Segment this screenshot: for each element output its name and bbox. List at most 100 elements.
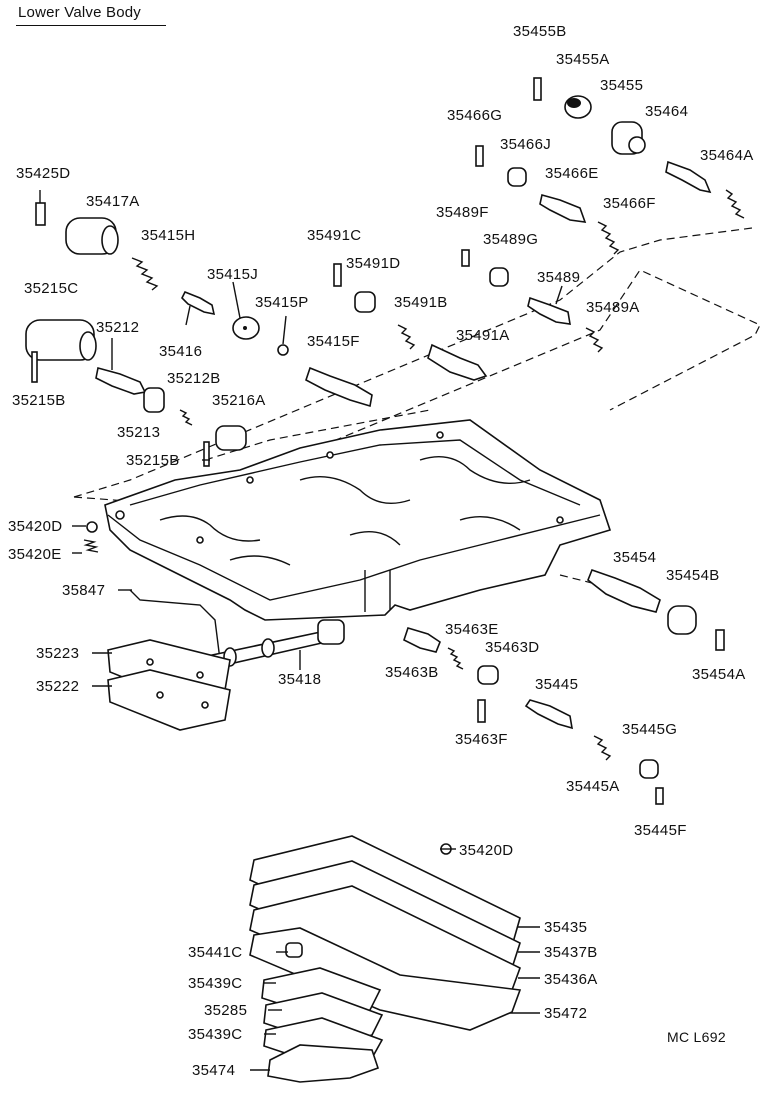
label-35223: 35223 xyxy=(36,645,80,662)
part-35491C-pin xyxy=(333,263,342,287)
part-35445G-plug xyxy=(639,759,659,779)
part-35464-valve xyxy=(665,160,712,194)
label-35420E: 35420E xyxy=(8,546,62,563)
label-35455B: 35455B xyxy=(513,23,567,40)
label-35415F: 35415F xyxy=(307,333,360,350)
part-35445F-pin xyxy=(655,787,664,805)
label-35436A: 35436A xyxy=(544,971,598,988)
label-35222: 35222 xyxy=(36,678,80,695)
part-35416-valve xyxy=(181,290,216,316)
part-35847-wire xyxy=(129,589,221,661)
part-35420E-spring xyxy=(83,539,99,553)
part-35466G-pin xyxy=(475,145,484,167)
part-35216A-plug xyxy=(215,425,247,451)
part-35441C-plug xyxy=(285,942,303,958)
part-35215B-pin-lower xyxy=(203,441,210,467)
label-35474: 35474 xyxy=(192,1062,236,1079)
label-35437B: 35437B xyxy=(544,944,598,961)
label-35415H: 35415H xyxy=(141,227,196,244)
label-35213: 35213 xyxy=(117,424,161,441)
label-35466G: 35466G xyxy=(447,107,503,124)
part-35491D-plug xyxy=(354,291,376,313)
label-35464: 35464 xyxy=(645,103,689,120)
label-35463B: 35463B xyxy=(385,664,439,681)
label-35441C: 35441C xyxy=(188,944,243,961)
part-35463B-valve xyxy=(403,627,441,653)
label-35215B-upper: 35215B xyxy=(12,392,66,409)
label-35285: 35285 xyxy=(204,1002,248,1019)
part-35466F-spring xyxy=(597,221,620,255)
label-35454: 35454 xyxy=(613,549,657,566)
part-35213-plug xyxy=(143,387,165,413)
part-35489G-plug xyxy=(489,267,509,287)
part-35454B-plug xyxy=(667,605,697,635)
part-35464A-spring xyxy=(725,189,745,219)
label-35463D: 35463D xyxy=(485,639,540,656)
part-35463F-pin xyxy=(477,699,486,723)
label-35466J: 35466J xyxy=(500,136,552,153)
label-35463E: 35463E xyxy=(445,621,499,638)
part-35445A-spring xyxy=(593,735,612,761)
label-35425D: 35425D xyxy=(16,165,71,182)
part-35454A-pin xyxy=(715,629,725,651)
label-35466E: 35466E xyxy=(545,165,599,182)
label-35416: 35416 xyxy=(159,343,203,360)
bottom-plate-stack xyxy=(249,835,522,1083)
label-35455A: 35455A xyxy=(556,51,610,68)
label-35464A: 35464A xyxy=(700,147,754,164)
label-35420D-upper: 35420D xyxy=(8,518,63,535)
label-35491C: 35491C xyxy=(307,227,362,244)
label-35439C-lower: 35439C xyxy=(188,1026,243,1043)
part-35474-strainer xyxy=(267,1044,380,1083)
part-35491A-valve xyxy=(427,343,488,381)
label-35445A: 35445A xyxy=(566,778,620,795)
title-underline xyxy=(16,25,166,26)
part-35466J-plug xyxy=(507,167,527,187)
part-35463D-plug xyxy=(477,665,499,685)
part-35454-valve xyxy=(587,568,661,613)
label-35489A: 35489A xyxy=(586,299,640,316)
label-35415J: 35415J xyxy=(207,266,259,283)
part-35420D-ball-upper xyxy=(86,521,98,533)
part-35415P-clip xyxy=(277,344,289,356)
part-35455-sleeve xyxy=(611,121,646,155)
part-35445-valve xyxy=(524,699,573,730)
part-35215B-pin-upper xyxy=(31,351,38,383)
diagram-title: Lower Valve Body xyxy=(18,4,141,21)
part-35455A-plug xyxy=(564,95,592,119)
label-35472: 35472 xyxy=(544,1005,588,1022)
part-35425D-pin xyxy=(35,202,46,226)
part-35463E-spring xyxy=(447,647,464,670)
label-35466F: 35466F xyxy=(603,195,656,212)
label-35215C: 35215C xyxy=(24,280,79,297)
label-35216A: 35216A xyxy=(212,392,266,409)
plate-holes xyxy=(146,658,209,709)
label-35847: 35847 xyxy=(62,582,106,599)
label-35212: 35212 xyxy=(96,319,140,336)
part-35489-valve xyxy=(527,296,571,325)
part-35417A-sleeve xyxy=(65,217,119,255)
label-35215B-lower: 35215B xyxy=(126,452,180,469)
label-35454B: 35454B xyxy=(666,567,720,584)
label-35489G: 35489G xyxy=(483,231,539,248)
part-35489F-pin xyxy=(461,249,470,267)
label-35415P: 35415P xyxy=(255,294,309,311)
label-35418: 35418 xyxy=(278,671,322,688)
part-35212-valve xyxy=(95,367,147,395)
label-35491B: 35491B xyxy=(394,294,448,311)
part-35212B-spring xyxy=(179,409,193,426)
part-35415F-valve xyxy=(305,366,373,408)
label-35489F: 35489F xyxy=(436,204,489,221)
label-35454A: 35454A xyxy=(692,666,746,683)
label-35435: 35435 xyxy=(544,919,588,936)
leader-lines xyxy=(39,190,563,1071)
label-35212B: 35212B xyxy=(167,370,221,387)
label-35463F: 35463F xyxy=(455,731,508,748)
part-35222-plate xyxy=(107,669,231,731)
label-35455: 35455 xyxy=(600,77,644,94)
part-35455B-pin xyxy=(533,77,542,101)
label-35445F: 35445F xyxy=(634,822,687,839)
part-35215C-sleeve xyxy=(25,319,97,361)
label-35489: 35489 xyxy=(537,269,581,286)
